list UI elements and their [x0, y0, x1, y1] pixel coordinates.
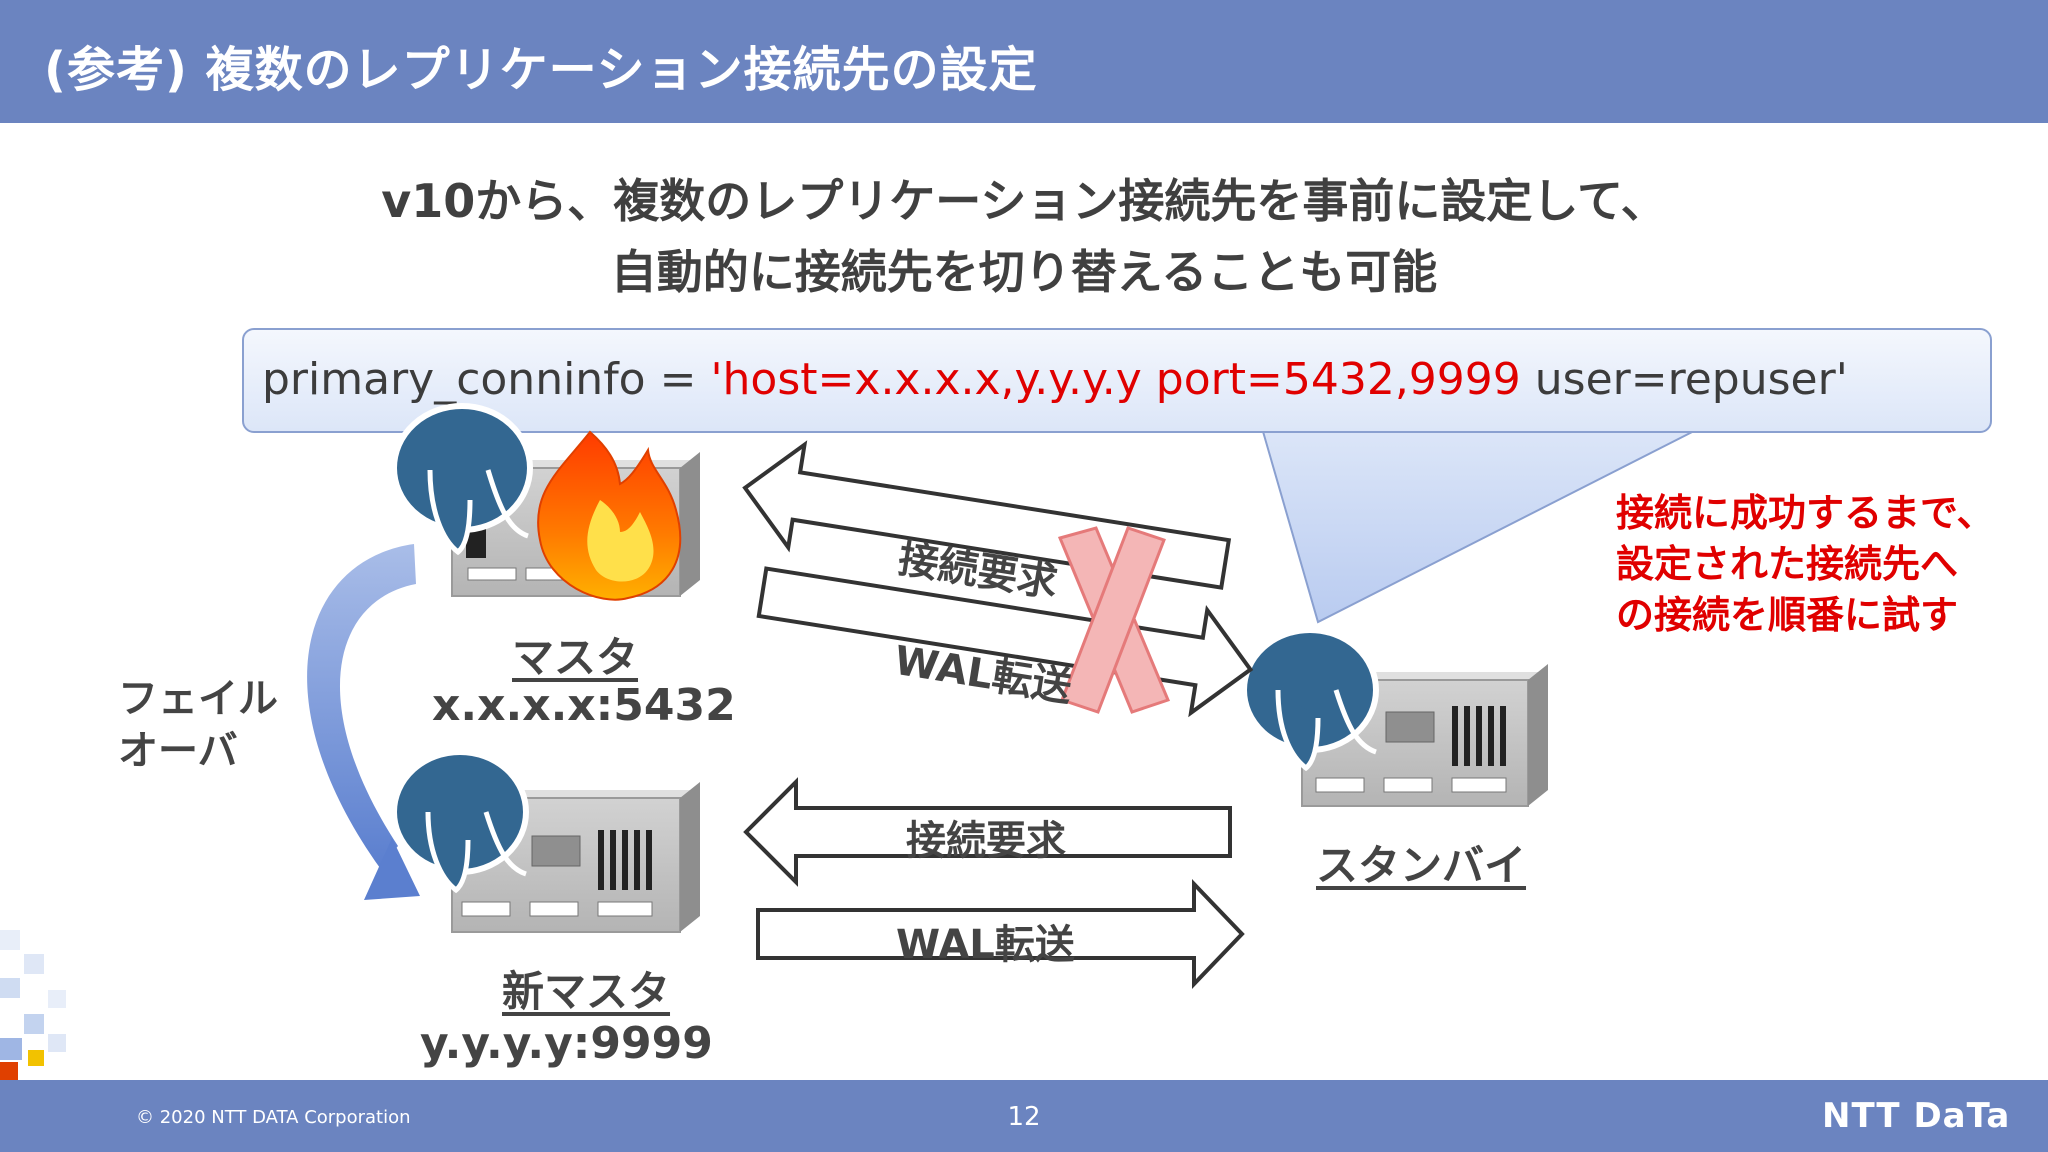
- lead-line-2: 自動的に接続先を切り替えることも可能: [610, 245, 1438, 299]
- conninfo-suffix: user=repuser': [1520, 354, 1848, 405]
- lead-line-1: v10から、複数のレプリケーション接続先を事前に設定して、: [381, 174, 1667, 228]
- master-label: マスタ: [512, 633, 639, 682]
- failover-arrow-icon: [307, 544, 420, 900]
- primary-conninfo-text: primary_conninfo = 'host=x.x.x.x,y.y.y.y…: [262, 354, 1848, 405]
- failed-conn-request-arrow: [742, 440, 1232, 590]
- postgres-elephant-icon: [391, 749, 529, 894]
- page-number: 12: [1007, 1102, 1041, 1132]
- retry-note-line-2: 設定された接続先へ: [1616, 542, 1959, 586]
- slide-footer: © 2020 NTT DATA Corporation 12 NTT DaTa: [0, 1080, 2048, 1152]
- slide-header: (参考) 複数のレプリケーション接続先の設定: [0, 0, 2048, 123]
- new-master-address: y.y.y.y:9999: [420, 1018, 713, 1069]
- ntt-data-logo: NTT DaTa: [1822, 1096, 2011, 1136]
- retry-note-line-1: 接続に成功するまで、: [1616, 491, 1995, 535]
- failed-wal-transfer-arrow: [756, 566, 1254, 718]
- retry-note: 接続に成功するまで、 設定された接続先へ の接続を順番に試す: [1616, 488, 1994, 641]
- postgres-elephant-icon: [1241, 627, 1379, 772]
- postgres-elephant-icon: [391, 403, 533, 556]
- conn-request-label: 接続要求: [906, 818, 1066, 864]
- failover-label-line-1: フェイル: [118, 676, 278, 722]
- copyright-text: © 2020 NTT DATA Corporation: [136, 1107, 411, 1128]
- conninfo-prefix: primary_conninfo =: [262, 354, 711, 405]
- standby-label: スタンバイ: [1316, 841, 1527, 890]
- slide-title: (参考) 複数のレプリケーション接続先の設定: [44, 42, 1038, 98]
- failover-label-line-2: オーバ: [118, 728, 238, 774]
- master-address: x.x.x.x:5432: [432, 680, 736, 731]
- conninfo-highlight: 'host=x.x.x.x,y.y.y.y port=5432,9999: [710, 354, 1521, 405]
- new-master-label: 新マスタ: [502, 967, 671, 1016]
- retry-note-line-3: の接続を順番に試す: [1616, 593, 1959, 637]
- decorative-mosaic: [0, 930, 66, 1080]
- wal-transfer-arrow: [756, 879, 1245, 989]
- callout-box: [242, 328, 1992, 433]
- wal-transfer-label: WAL転送: [896, 922, 1075, 968]
- fire-icon: [537, 430, 682, 601]
- conn-request-arrow: [743, 777, 1232, 887]
- failure-x-icon: [1057, 526, 1171, 714]
